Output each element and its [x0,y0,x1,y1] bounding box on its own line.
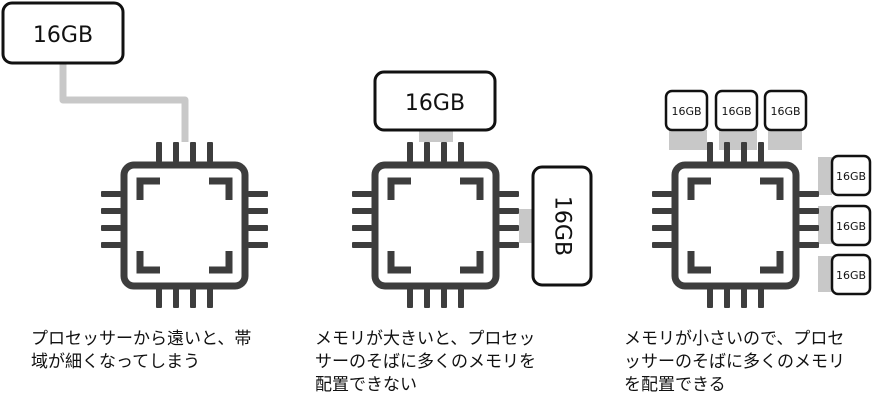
memory-module [830,204,872,247]
short-connector [669,130,707,150]
panel-small-memory: 16GB 16GB 16GB 16GB 16GB 16GB [652,89,872,308]
caption-line: を配置できる [624,375,726,395]
short-connector [818,157,832,195]
memory-module [1,1,125,65]
caption-line: 配置できない [315,375,417,395]
memory-label: 16GB [770,105,800,118]
caption-line: ッサーのそばに多くのメモリ [624,352,845,372]
memory-label: 16GB [671,105,701,118]
panel-far-memory: 16GB [1,1,268,308]
caption-large-memory: メモリが大きいと、プロセッ サーのそばに多くのメモリを 配置できない [315,328,536,397]
long-connector-line [59,64,189,142]
memory-module [664,89,709,132]
caption-line: メモリが大きいと、プロセッ [315,329,536,349]
memory-label: 16GB [33,23,93,48]
memory-module [763,89,808,132]
memory-label: 16GB [405,91,465,116]
cpu-chip-icon [652,142,819,308]
caption-line: プロセッサーから遠いと、帯 [31,329,252,349]
short-connector [818,256,832,292]
memory-label: 16GB [836,170,866,183]
memory-module [714,89,759,132]
short-connector [519,209,533,243]
short-connector [768,130,802,150]
caption-line: メモリが小さいので、プロセ [624,329,845,349]
memory-label: 16GB [721,105,751,118]
caption-line: サーのそばに多くのメモリを [315,352,536,372]
short-connector [419,130,453,142]
cpu-chip-icon [352,142,519,308]
memory-label: 16GB [836,220,866,233]
panel-large-memory: 16GB 16GB [352,70,593,308]
memory-label: 16GB [836,269,866,282]
caption-line: 域が細くなってしまう [31,352,201,372]
memory-label: 16GB [550,196,575,256]
caption-far-memory: プロセッサーから遠いと、帯 域が細くなってしまう [31,328,251,374]
short-connector [818,206,832,244]
memory-module [830,253,872,296]
memory-module [531,165,593,287]
memory-module [830,154,872,197]
memory-module [373,70,497,132]
caption-small-memory: メモリが小さいので、プロセ ッサーのそばに多くのメモリ を配置できる [624,328,845,397]
cpu-chip-icon [101,142,268,308]
